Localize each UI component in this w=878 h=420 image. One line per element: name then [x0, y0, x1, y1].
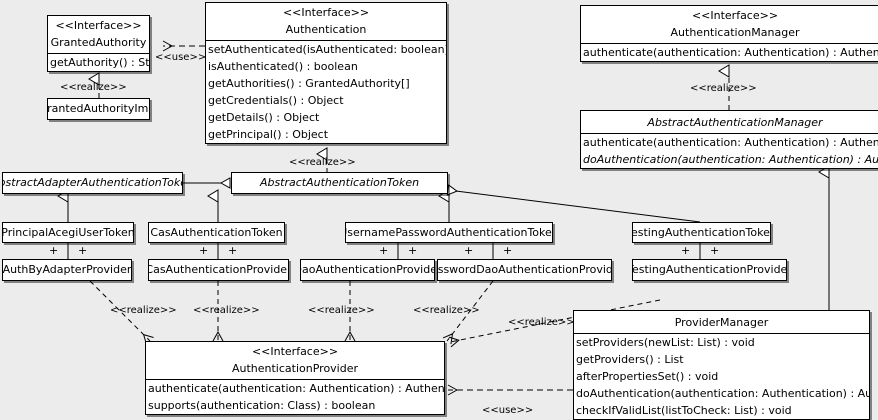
compartment-divider [146, 379, 444, 380]
multiplicity-marker: + [710, 244, 720, 257]
relationship-label-realize-cas-provider: <<realize>> [193, 305, 260, 316]
relationship-label-realize-dao-provider: <<realize>> [308, 305, 375, 316]
class-authentication[interactable]: <<Interface>> Authentication setAuthenti… [205, 2, 447, 144]
multiplicity-marker: + [464, 244, 474, 257]
class-username-password-authentication-token[interactable]: UsernamePasswordAuthenticationToken [345, 222, 553, 243]
class-name: PrincipalAcegiUserToken [2, 225, 134, 239]
multiplicity-marker: + [199, 244, 209, 257]
stereotype-label: <<Interface>> [55, 19, 142, 32]
stereotype-label: <<Interface>> [691, 9, 779, 22]
class-name: ProviderManager [674, 316, 769, 329]
class-authentication-provider[interactable]: <<Interface>> AuthenticationProvider aut… [145, 341, 445, 415]
class-name: AuthenticationProvider [231, 362, 359, 375]
class-granted-authority-impl[interactable]: GrantedAuthorityImpl [47, 98, 150, 120]
method-row: getDetails() : Object [208, 111, 320, 124]
class-header: AbstractAuthenticationManager [581, 111, 878, 133]
multiplicity-marker: + [503, 244, 513, 257]
multiplicity-marker: + [228, 244, 238, 257]
multiplicity-marker: + [49, 244, 59, 257]
relationship-label-realize-abstract-auth-token: <<realize>> [289, 157, 356, 168]
class-name: AbstractAdapterAuthenticationToken [3, 176, 182, 189]
multiplicity-marker: + [379, 244, 389, 257]
relationship-label-realize-password-dao-provider: <<realize>> [413, 305, 480, 316]
class-name: AuthenticationManager [670, 26, 800, 39]
class-authentication-manager[interactable]: <<Interface>> AuthenticationManager auth… [580, 5, 878, 62]
class-principal-acegi-user-token[interactable]: PrincipalAcegiUserToken [2, 222, 134, 243]
class-name: UsernamePasswordAuthenticationToken [345, 225, 553, 239]
method-compartment: getAuthority() : String [48, 54, 149, 71]
method-row: getCredentials() : Object [208, 94, 344, 107]
class-name: GrantedAuthority [50, 36, 147, 49]
class-abstract-authentication-token[interactable]: AbstractAuthenticationToken [231, 172, 448, 194]
relationship-label-realize-granted-authority-impl: <<realize>> [60, 82, 127, 93]
method-compartment: authenticate(authentication: Authenticat… [581, 134, 878, 168]
method-compartment: authenticate(authentication: Authenticat… [146, 380, 444, 414]
compartment-divider [48, 53, 149, 54]
relationship-label-realize-provider-manager: <<realize>> [508, 317, 575, 328]
method-row: getAuthority() : String [50, 56, 150, 69]
class-name: AbstractAuthenticationManager [647, 116, 823, 129]
class-name: AuthByAdapterProvider [2, 263, 132, 276]
relationship-label-use-provider-manager: <<use>> [482, 405, 534, 416]
multiplicity-marker: + [408, 244, 418, 257]
method-row: authenticate(authentication: Authenticat… [583, 46, 878, 59]
class-header: <<Interface>> AuthenticationManager [581, 6, 878, 43]
method-row: getAuthorities() : GrantedAuthority[] [208, 77, 410, 90]
method-row: setProviders(newList: List) : void [576, 336, 755, 349]
class-header: <<Interface>> AuthenticationProvider [146, 342, 444, 379]
relationship-label-use-granted-authority: <<use>> [155, 52, 207, 63]
class-header: <<Interface>> Authentication [206, 3, 446, 40]
class-password-dao-authentication-provider[interactable]: PasswordDaoAuthenticationProvider [437, 259, 612, 281]
class-cas-authentication-token[interactable]: CasAuthenticationToken [148, 222, 285, 243]
stereotype-label: <<Interface>> [282, 6, 370, 19]
class-abstract-adapter-authentication-token[interactable]: AbstractAdapterAuthenticationToken [2, 172, 183, 194]
stereotype-label: <<Interface>> [251, 345, 339, 358]
class-name: DaoAuthenticationProvider [300, 263, 435, 276]
method-row: authenticate(authentication: Authenticat… [148, 382, 445, 395]
compartment-divider [574, 333, 869, 334]
class-header: ProviderManager [574, 311, 869, 333]
multiplicity-marker: + [78, 244, 88, 257]
relationship-label-realize-abstract-auth-manager: <<realize>> [690, 83, 757, 94]
method-row: afterPropertiesSet() : void [576, 370, 719, 383]
method-row: checkIfValidList(listToCheck: List) : vo… [576, 404, 792, 417]
method-row: setAuthenticated(isAuthenticated: boolea… [208, 43, 447, 56]
method-compartment: setProviders(newList: List) : void getPr… [574, 334, 869, 419]
class-testing-authentication-provider[interactable]: TestingAuthenticationProvider [632, 259, 787, 281]
class-name: CasAuthenticationProvider [148, 263, 289, 276]
class-testing-authentication-token[interactable]: TestingAuthenticationToken [632, 222, 771, 243]
class-header: <<Interface>> GrantedAuthority [48, 16, 149, 53]
compartment-divider [581, 133, 878, 134]
multiplicity-marker: + [681, 244, 691, 257]
class-abstract-authentication-manager[interactable]: AbstractAuthenticationManager authentica… [580, 110, 878, 169]
class-name: AbstractAuthenticationToken [259, 176, 420, 189]
class-name: TestingAuthenticationToken [632, 225, 771, 239]
class-cas-authentication-provider[interactable]: CasAuthenticationProvider [148, 259, 289, 281]
class-name: PasswordDaoAuthenticationProvider [437, 263, 611, 276]
method-row: getPrincipal() : Object [208, 128, 329, 141]
method-compartment: authenticate(authentication: Authenticat… [581, 44, 878, 61]
class-name: TestingAuthenticationProvider [632, 263, 787, 276]
method-row: authenticate(authentication: Authenticat… [583, 136, 878, 149]
relationship-label-realize-auth-by-adapter: <<realize>> [110, 305, 177, 316]
compartment-divider [581, 43, 878, 44]
class-name: Authentication [285, 23, 367, 36]
method-row: getProviders() : List [576, 353, 684, 366]
class-provider-manager[interactable]: ProviderManager setProviders(newList: Li… [573, 310, 870, 420]
class-dao-authentication-provider[interactable]: DaoAuthenticationProvider [300, 259, 435, 281]
class-name: GrantedAuthorityImpl [47, 102, 149, 115]
method-row: isAuthenticated() : boolean [208, 60, 358, 73]
class-granted-authority[interactable]: <<Interface>> GrantedAuthority getAuthor… [47, 15, 150, 72]
compartment-divider [206, 40, 446, 41]
method-compartment: setAuthenticated(isAuthenticated: boolea… [206, 41, 446, 143]
class-name: CasAuthenticationToken [150, 225, 283, 239]
method-row: doAuthentication(authentication: Authent… [583, 153, 878, 166]
class-auth-by-adapter-provider[interactable]: AuthByAdapterProvider [2, 259, 132, 281]
method-row: doAuthentication(authentication: Authent… [576, 387, 869, 400]
method-row: supports(authentication: Class) : boolea… [148, 399, 376, 412]
